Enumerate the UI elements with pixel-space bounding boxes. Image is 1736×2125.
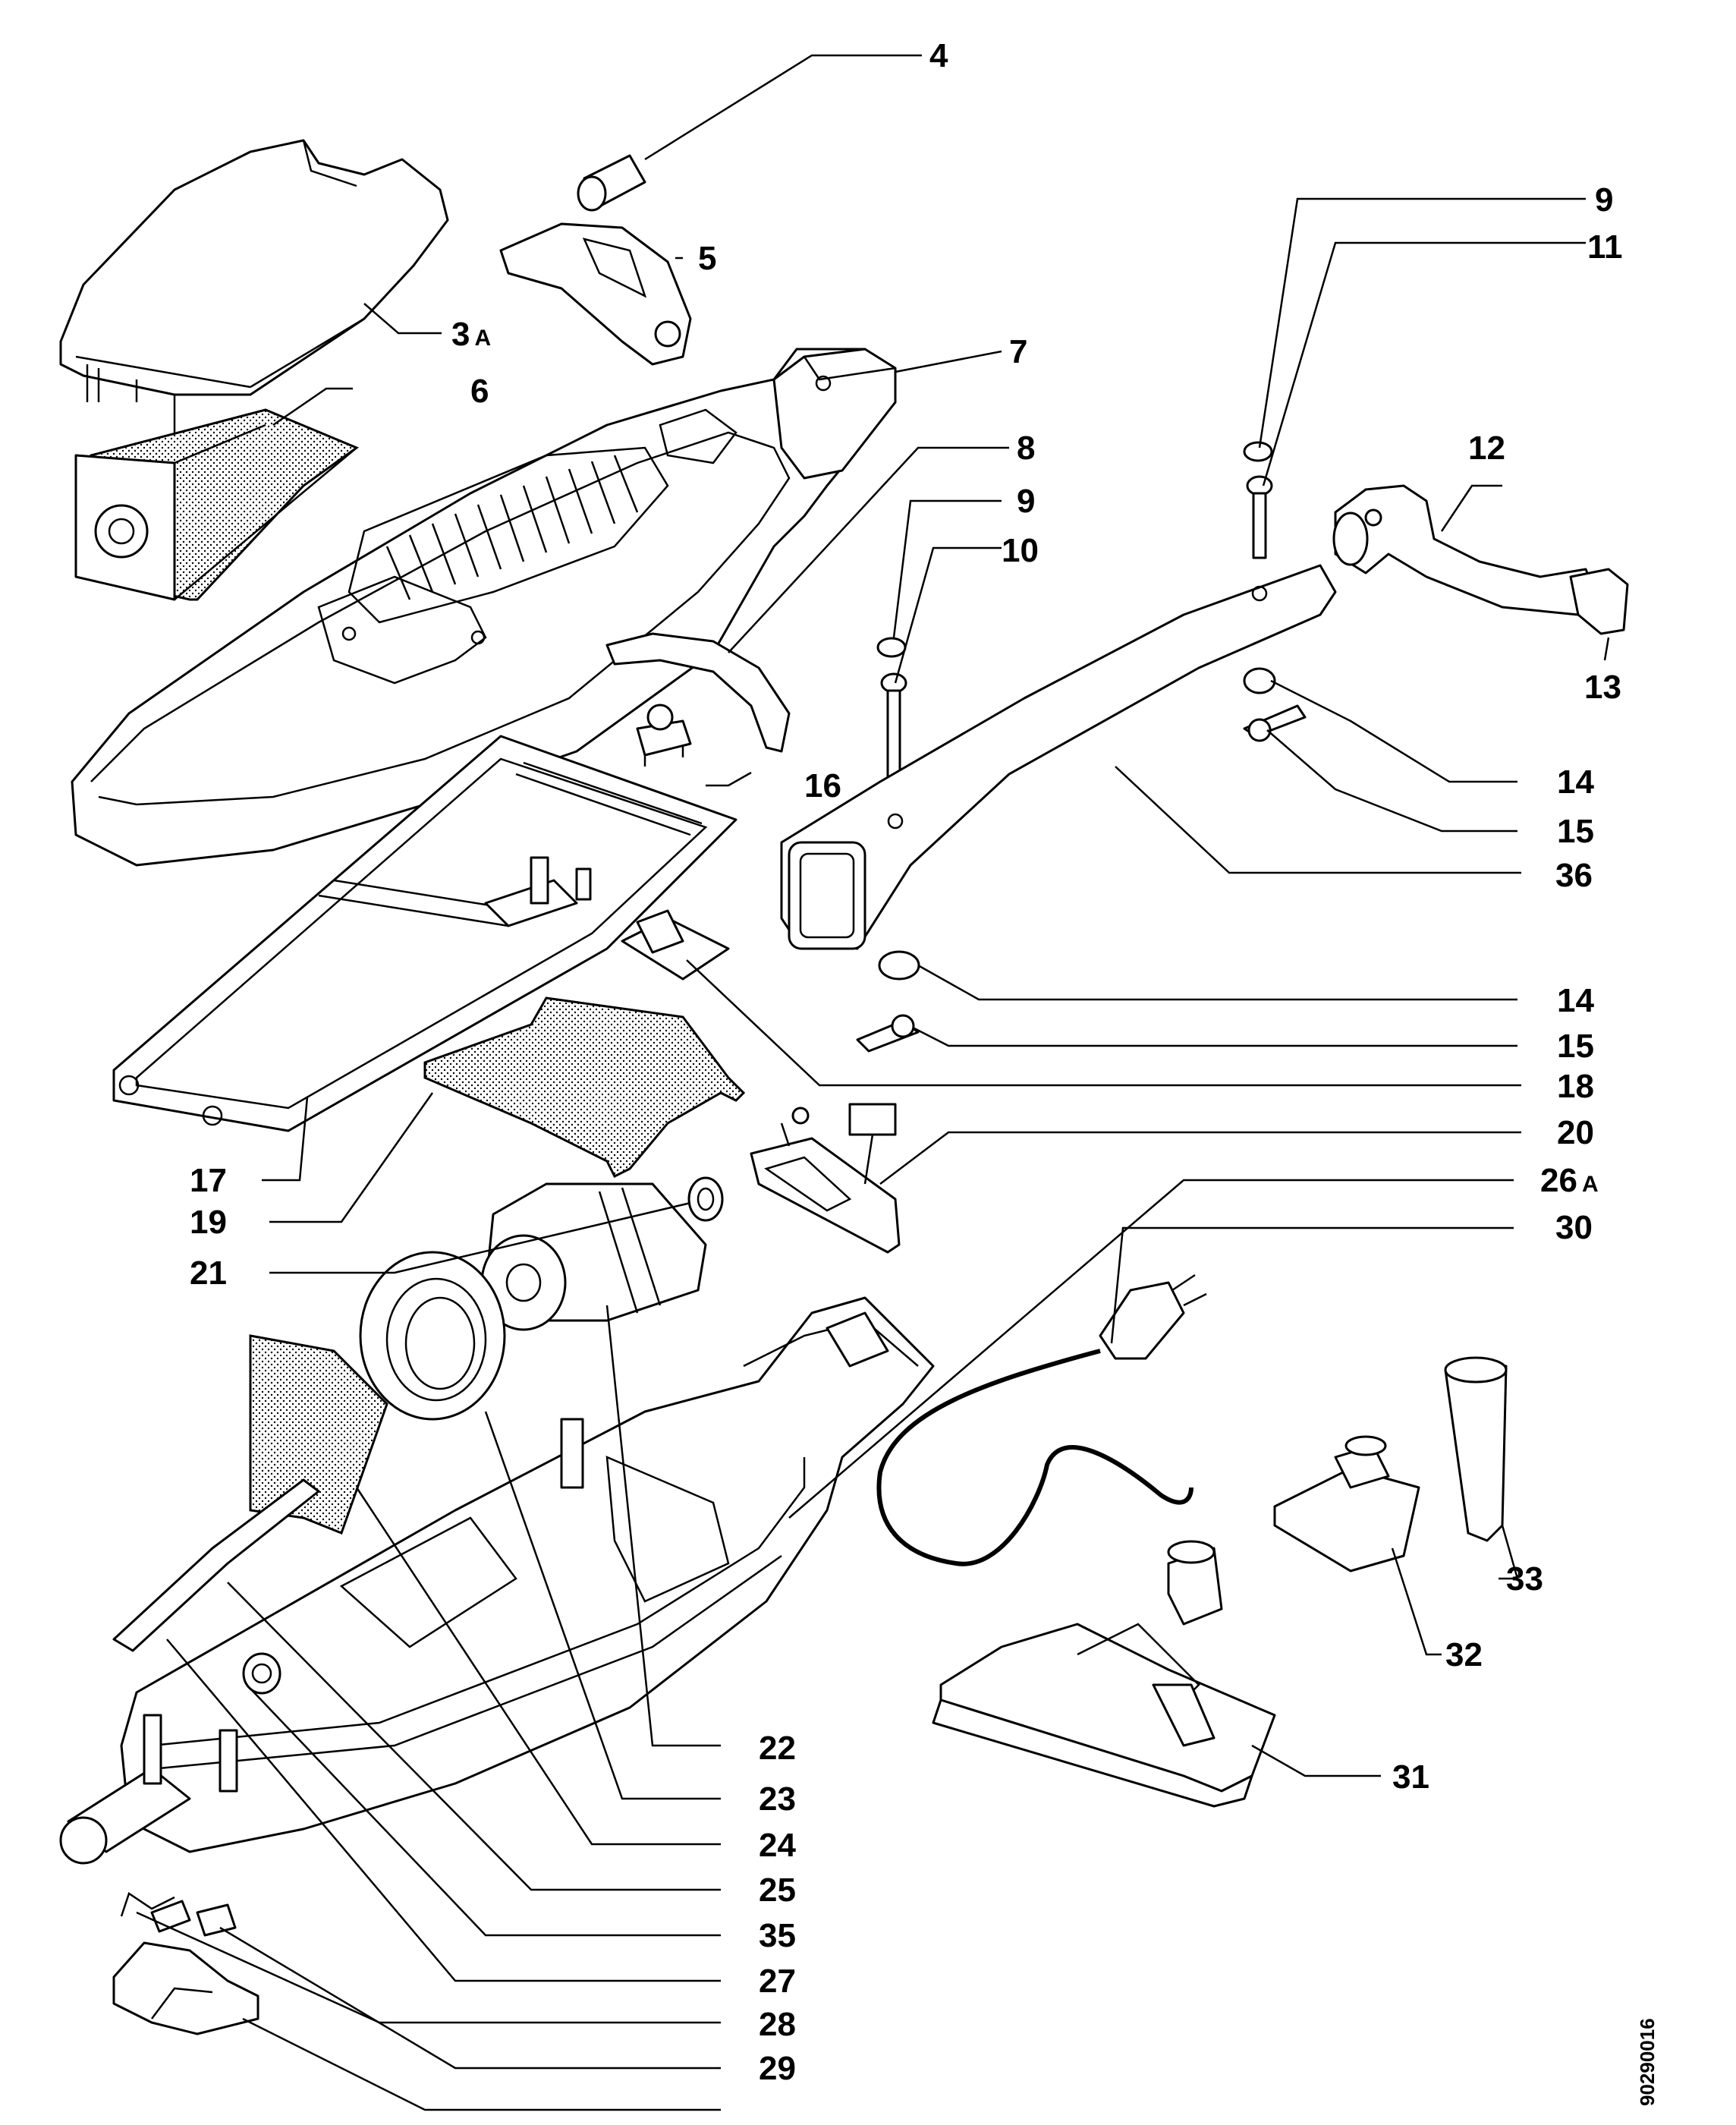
label-30: 30 [1555,1209,1593,1246]
label-19: 19 [190,1204,227,1241]
part-36-handle-tube [780,564,1337,950]
part-26a-base-housing [59,1296,935,1865]
label-14b: 14 [1557,982,1594,1019]
part-31-floor-nozzle [932,1540,1276,1808]
label-25: 25 [759,1872,796,1909]
part-3a-lid [59,139,449,440]
part-9-11-bolt [1243,441,1273,559]
part-4 [577,154,646,212]
label-29: 29 [759,2050,796,2087]
label-27: 27 [759,1963,796,2000]
part-12-grip [1332,484,1629,635]
label-9b: 9 [1595,181,1613,219]
label-15b: 15 [1557,1028,1594,1065]
part-30-power-cable [876,1273,1207,1566]
label-32: 32 [1445,1636,1483,1673]
part-22-motor [480,1182,707,1331]
label-20: 20 [1557,1114,1594,1151]
label-23: 23 [759,1780,796,1818]
label-31: 31 [1392,1758,1429,1796]
part-14-15-upper [1243,667,1307,742]
part-6-dust-bag [74,408,360,601]
part-20-board [750,1103,901,1254]
label-8: 8 [1017,430,1035,467]
label-6: 6 [470,373,489,410]
leader-lines [136,54,1610,2111]
label-16: 16 [804,767,841,804]
label-11: 11 [1587,228,1623,266]
part-32-upholstery-tool [1273,1435,1420,1572]
label-10: 10 [1002,532,1039,569]
part-8-curved-cover [605,632,791,753]
label-12: 12 [1468,430,1505,467]
label-4: 4 [929,37,948,74]
label-18: 18 [1557,1068,1594,1105]
part-19-filter-mat [423,996,746,1179]
part-16-switch [636,704,692,767]
part-21-ring [687,1176,724,1222]
part-9-10-bolt [876,637,907,787]
label-9: 9 [1017,483,1035,520]
part-23-seal-ring [359,1251,506,1421]
label-13: 13 [1584,669,1621,706]
label-7: 7 [1009,333,1027,370]
part-24-filter [249,1334,388,1535]
part-25-35-hose [112,1478,320,1652]
part-7-upper-housing [71,348,897,867]
label-17: 17 [190,1162,227,1199]
part-5-button-cover [499,222,692,366]
label-33: 33 [1506,1560,1543,1598]
drawing-code: 90290016 [1636,2018,1659,2106]
label-22: 22 [759,1730,796,1767]
part-33-crevice-tool [1444,1356,1508,1542]
label-21: 21 [190,1255,227,1292]
label-28: 28 [759,2006,796,2043]
grille-lines [385,455,639,600]
part-14-15-lower [856,950,920,1053]
part-17-frame [112,735,737,1132]
label-35: 35 [759,1917,796,1954]
part-27-28-29-clips [112,1892,259,2035]
label-24: 24 [759,1827,796,1864]
label-15: 15 [1557,813,1594,850]
label-36: 36 [1555,857,1593,894]
label-14: 14 [1557,763,1594,801]
label-5: 5 [698,240,716,277]
